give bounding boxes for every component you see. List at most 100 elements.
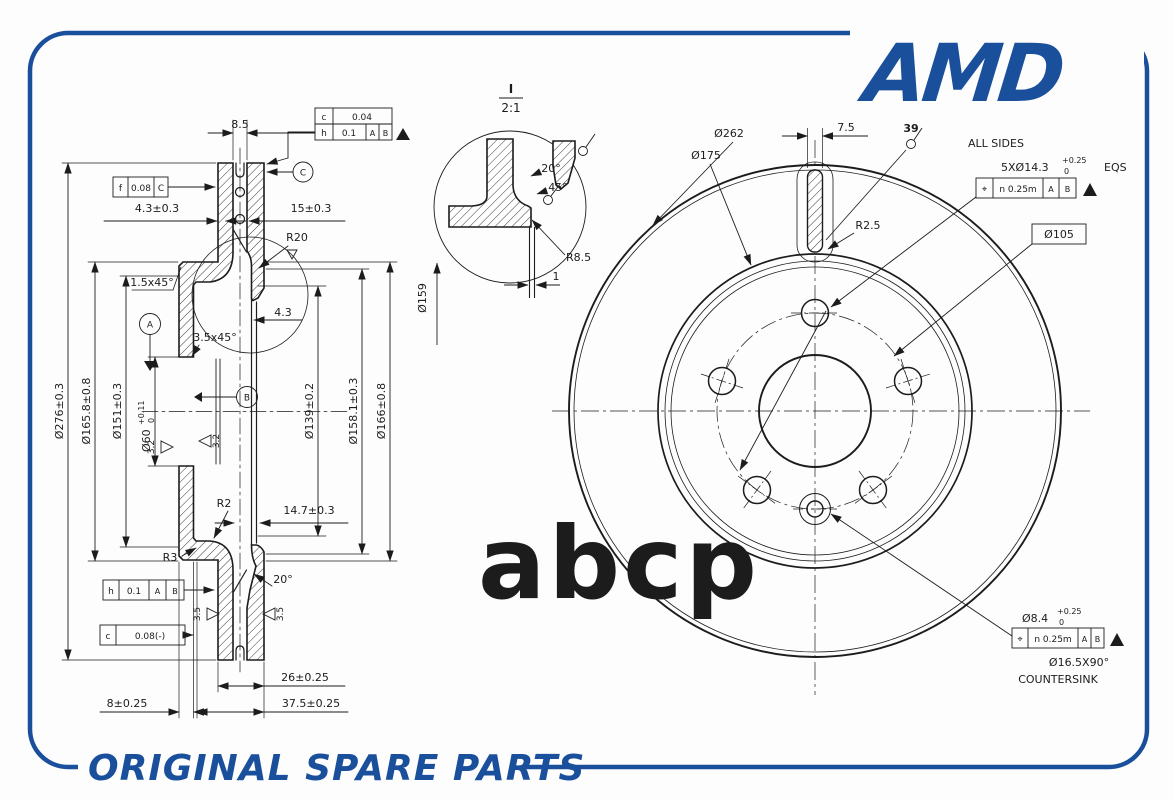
svg-text:B: B [172, 587, 178, 596]
detail-reference-circle [191, 236, 309, 354]
svg-text:h: h [321, 129, 327, 139]
section-bottom-right-plate [246, 544, 265, 661]
dim-vent-width: 8.5 [231, 118, 249, 131]
svg-text:C: C [300, 169, 306, 179]
dim-37-5: 37.5±0.25 [282, 697, 340, 710]
svg-text:B: B [1065, 185, 1071, 194]
svg-text:3.5: 3.5 [276, 607, 286, 621]
triangle-mark [396, 128, 410, 140]
section-bottom-left-plate-and-hat [178, 465, 234, 661]
dim-14-7: 14.7±0.3 [283, 504, 334, 517]
svg-text:EQS: EQS [1104, 161, 1127, 174]
roughness-3-2: 3.2 3.2 [147, 434, 222, 454]
chamfer-1-5x45: 1.5x45° [130, 276, 174, 289]
svg-text:5XØ14.3: 5XØ14.3 [1001, 161, 1049, 174]
datum-a: A [139, 313, 161, 371]
dim-r2-5: R2.5 [855, 219, 880, 232]
detail-dim-1: 1 [553, 270, 560, 283]
svg-text:n 0.25m: n 0.25m [999, 185, 1036, 195]
dim-bore: Ø60 +0.11 0 [137, 400, 156, 452]
svg-text:3.2: 3.2 [147, 440, 157, 454]
detail-angle-45: 45° [548, 181, 568, 194]
svg-text:c: c [322, 113, 327, 123]
detail-r8-5: R8.5 [566, 251, 591, 264]
detail-angle-20: 20° [541, 162, 561, 175]
svg-text:f: f [119, 184, 123, 194]
brand-area: AMD abcp ORIGINAL SPARE PARTS [88, 27, 1067, 789]
detail-d159: Ø159 [416, 283, 429, 313]
svg-text:A: A [1082, 635, 1088, 644]
face-view: 7.5 39 ALL SIDES Ø262 Ø175 R2.5 5XØ14.3 … [552, 121, 1127, 695]
svg-text:0.1: 0.1 [127, 587, 141, 597]
amd-logo: AMD [854, 27, 1067, 120]
page-frame [27, 22, 1150, 790]
svg-text:A: A [370, 129, 376, 138]
svg-text:+0.25: +0.25 [1057, 607, 1082, 616]
svg-text:0.08: 0.08 [131, 184, 151, 194]
vent-slot [806, 169, 824, 253]
dim-d175: Ø175 [691, 149, 721, 162]
svg-text:C: C [158, 184, 164, 194]
section-view: Ø276±0.3 Ø165.8±0.8 Ø151±0.3 Ø60 +0.11 0… [53, 107, 410, 719]
triangle-mark [1083, 183, 1097, 196]
svg-text:0: 0 [1064, 167, 1069, 176]
dim-15-tol: 15±0.3 [291, 202, 332, 215]
svg-text:0.08(-): 0.08(-) [135, 632, 165, 642]
detail-label: I [509, 82, 513, 96]
roughness-3-5: 3.5 3.5 [193, 607, 286, 621]
position-symbol: ⌖ [1017, 635, 1022, 645]
svg-text:0.1: 0.1 [342, 129, 356, 139]
dim-band-id: Ø139±0.2 [303, 383, 316, 439]
detail-view: I 2:1 20° 45° R8.5 1 Ø159 [416, 82, 596, 345]
svg-text:A: A [155, 587, 161, 596]
tolerance-table: c 0.04 h 0.1 A B [266, 107, 410, 165]
tagline: ORIGINAL SPARE PARTS [88, 748, 585, 789]
dim-d262: Ø262 [714, 127, 744, 140]
svg-text:0: 0 [1059, 618, 1064, 627]
dim-4-3: 4.3 [274, 306, 292, 319]
dim-r2: R2 [217, 497, 232, 510]
detail-scale: 2:1 [501, 101, 520, 115]
chamfer-3-5x45: 3.5x45° [193, 331, 237, 344]
svg-text:Ø105: Ø105 [1044, 228, 1074, 241]
countersink-note: COUNTERSINK [1018, 673, 1098, 686]
section-top-right-plate [246, 162, 265, 302]
dim-r20: R20 [286, 231, 308, 244]
angle-20: 20° [273, 573, 293, 586]
datum-b: B [194, 386, 258, 408]
dim-7-5: 7.5 [837, 121, 855, 134]
dim-r3: R3 [163, 551, 178, 564]
dim-166: Ø166±0.8 [375, 383, 388, 439]
svg-text:B: B [383, 129, 389, 138]
svg-text:3.5: 3.5 [193, 607, 203, 621]
watermark-abcp: abcp [478, 505, 760, 622]
dim-od: Ø276±0.3 [53, 383, 66, 439]
frame-runout: h 0.1 A B [102, 579, 215, 601]
dim-hat-id: Ø151±0.3 [111, 383, 124, 439]
bolt-holes-callout: 5XØ14.3 +0.25 0 EQS ⌖ n 0.25m A B [739, 156, 1127, 471]
svg-text:n 0.25m: n 0.25m [1034, 635, 1071, 645]
surface-flag-icon [543, 133, 596, 205]
dim-8: 8±0.25 [107, 697, 148, 710]
svg-text:h: h [108, 587, 114, 597]
vane-count: 39 [903, 122, 918, 135]
frame-parallelism: c 0.08(-) [99, 624, 194, 646]
svg-text:A: A [1048, 185, 1054, 194]
svg-text:Ø8.4: Ø8.4 [1022, 612, 1048, 625]
svg-text:0.04: 0.04 [352, 113, 372, 123]
frame-flatness: f 0.08 C [112, 176, 216, 198]
surface-flag-icon [906, 127, 923, 149]
bolt-circle-callout: Ø105 [893, 223, 1087, 357]
svg-text:A: A [147, 321, 154, 331]
datum-c: C [266, 161, 314, 183]
svg-text:0: 0 [147, 418, 156, 423]
dim-4-3-tol: 4.3±0.3 [135, 202, 179, 215]
svg-text:B: B [244, 394, 250, 404]
svg-text:+0.11: +0.11 [137, 400, 146, 425]
dim-hat-od: Ø165.8±0.8 [80, 378, 93, 445]
countersink-size: Ø16.5X90° [1049, 656, 1109, 669]
all-sides-note: ALL SIDES [968, 137, 1024, 150]
svg-text:3.2: 3.2 [212, 434, 222, 448]
